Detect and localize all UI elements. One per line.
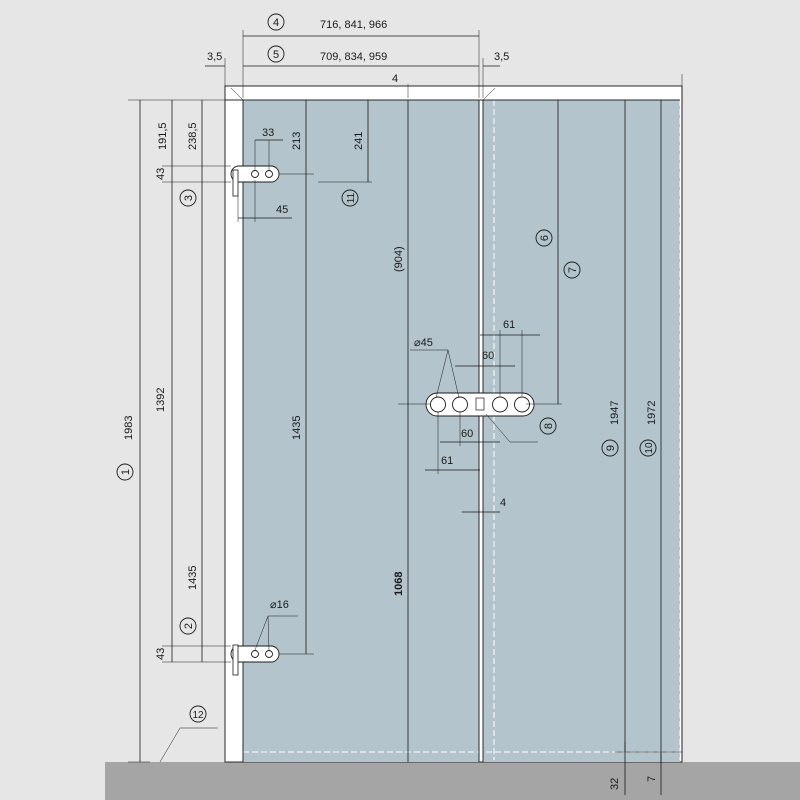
dim-hinge-spacing-b: 1435 (187, 566, 199, 590)
glass-pane-left (243, 100, 479, 762)
dim-hinge-vertical-span: 1435 (291, 416, 303, 440)
dim-hinge-spacing: 1392 (155, 388, 167, 412)
dim-glass-height-a: 1947 (609, 401, 621, 425)
dim-width-outer: 716, 841, 966 (320, 19, 387, 31)
callout-1: 1 (116, 463, 134, 481)
svg-text:7: 7 (567, 267, 579, 273)
dim-handle-from-top: (904) (393, 246, 405, 272)
dim-handle-spacing-d: 61 (441, 455, 453, 467)
dim-hinge-height-top: 43 (155, 168, 167, 180)
dim-handle-spacing-c: 60 (461, 428, 473, 440)
svg-text:1: 1 (120, 469, 132, 475)
dim-gap-left: 3,5 (207, 51, 222, 63)
svg-text:12: 12 (192, 710, 204, 721)
dim-hinge-height-bottom: 43 (155, 648, 167, 660)
callout-7: 7 (563, 261, 581, 279)
svg-text:9: 9 (605, 445, 617, 451)
callout-3: 3 (179, 189, 197, 207)
dim-top-gap: 4 (392, 73, 398, 85)
dim-handle-from-floor: 1068 (393, 572, 405, 596)
dim-floor-gap-a: 32 (609, 778, 621, 790)
dim-hinge-top-a: 191,5 (157, 122, 169, 150)
svg-text:5: 5 (273, 49, 279, 61)
svg-text:8: 8 (543, 423, 555, 429)
callout-11: 11 (341, 189, 359, 207)
dim-handle-spacing-b: 60 (482, 350, 494, 362)
callout-4: 4 (267, 13, 285, 31)
dim-pin-diameter: ⌀16 (270, 599, 289, 611)
svg-text:4: 4 (273, 17, 279, 29)
callout-2: 2 (179, 617, 197, 635)
svg-text:6: 6 (539, 235, 551, 241)
dim-top-to-slot: 241 (353, 132, 365, 150)
dim-floor-gap-b: 7 (646, 776, 658, 782)
dim-hinge-to-top: 213 (291, 132, 303, 150)
callout-12: 12 (189, 705, 207, 723)
dim-hole-diameter: ⌀45 (414, 337, 433, 349)
callout-6: 6 (535, 229, 553, 247)
svg-text:10: 10 (644, 442, 655, 454)
callout-9: 9 (601, 439, 619, 457)
dim-gap-right: 3,5 (494, 51, 509, 63)
glass-pane-right (483, 100, 680, 762)
floor (105, 762, 800, 800)
svg-text:3: 3 (183, 195, 195, 201)
dim-handle-spacing-a: 61 (503, 319, 515, 331)
dim-glass-height-b: 1972 (646, 401, 658, 425)
handle-holes (425, 392, 535, 417)
dim-overall-height: 1983 (123, 416, 135, 440)
dim-width-inner: 709, 834, 959 (320, 51, 387, 63)
callout-10: 10 (639, 439, 657, 457)
dim-hole-offset: 33 (262, 127, 274, 139)
svg-text:2: 2 (183, 623, 195, 629)
svg-text:11: 11 (346, 192, 357, 203)
dim-center-gap: 4 (500, 497, 506, 509)
callout-5: 5 (267, 45, 285, 63)
dim-hinge-top-b: 238,5 (187, 122, 199, 150)
dim-hole-spacing: 45 (276, 204, 288, 216)
callout-8: 8 (539, 417, 557, 435)
